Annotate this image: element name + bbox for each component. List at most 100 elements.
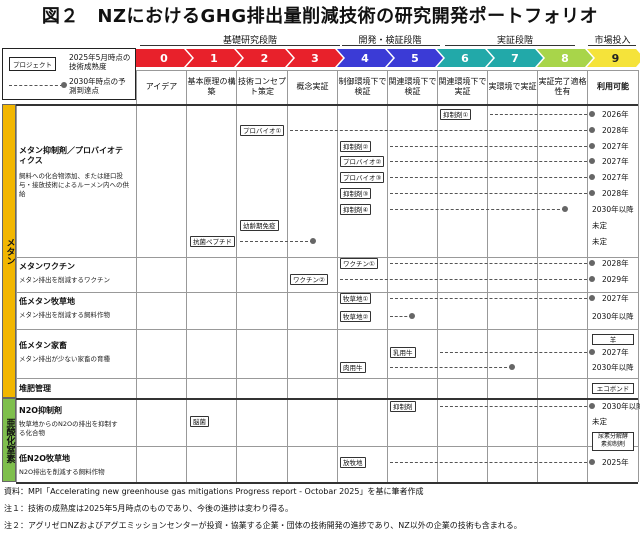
phase-development: 開発・検証段階	[358, 36, 422, 46]
project-chip-p1: 抑制剤①	[440, 109, 472, 120]
forecast-dot-p2	[589, 127, 595, 133]
grid-vline	[387, 70, 388, 482]
grid-hline	[16, 398, 638, 400]
row-low-methane-pasture-name: 低メタン牧草地	[19, 297, 75, 306]
project-chip-p17: 脳菌	[190, 416, 209, 427]
forecast-dash-p2	[290, 130, 592, 131]
phase-demonstration: 実証段階	[496, 36, 533, 46]
page-title: 図２ NZにおけるGHG排出量削減技術の研究開発ポートフォリオ	[41, 6, 599, 27]
project-chip-p9: 抗菌ペプチド	[190, 236, 235, 247]
note-1: 注１：技術の成熟度は2025年5月時点のものであり、今後の進捗は変わり得る。	[4, 504, 294, 513]
target-year-y6: 2028年	[602, 189, 629, 198]
project-chip-p7: 抑制剤④	[340, 204, 372, 215]
forecast-dot-p1	[589, 111, 595, 117]
project-chip-p4: プロバイオ②	[340, 156, 385, 167]
forecast-dash-p18	[390, 462, 592, 463]
column-header-3: 概念実証	[287, 70, 337, 104]
column-header-1: 基本原理の構築	[186, 70, 236, 104]
project-chip-p16: 抑制剤	[390, 401, 416, 412]
grid-hline	[16, 292, 638, 293]
column-header-7: 実環境で実証	[487, 70, 537, 104]
target-year-y13: 2030年以降	[592, 312, 634, 321]
forecast-dot-p16	[589, 403, 595, 409]
forecast-dot-p6	[589, 190, 595, 196]
forecast-dash-p13	[390, 316, 412, 317]
row-n2o-inhibitor-desc: 牧草地からのN2Oの排出を抑制する化合物	[19, 420, 118, 437]
target-year-y11: 2029年	[602, 275, 629, 284]
market-item-ecobond: エコボンド	[592, 383, 634, 394]
row-methane-inhibitor-desc: 飼料への化合物添加、または経口投与・接放技術によるルーメン内への供給	[19, 172, 130, 198]
target-year-y9: 未定	[592, 237, 607, 246]
forecast-dash-p9	[240, 241, 313, 242]
forecast-dot-p9	[310, 238, 316, 244]
forecast-dot-p11	[589, 276, 595, 282]
grid-hline	[16, 257, 638, 258]
legend-dot	[61, 82, 67, 88]
target-year-y8: 未定	[592, 221, 607, 230]
project-chip-p6: 抑制剤③	[340, 188, 372, 199]
grid-vline	[638, 70, 639, 482]
target-year-y16: 2030年以降	[592, 363, 634, 372]
project-chip-p2: プロバイオ①	[240, 125, 285, 136]
grid-vline	[437, 70, 438, 482]
forecast-dot-p12	[589, 295, 595, 301]
forecast-dash-p4	[390, 161, 592, 162]
forecast-dash-p5	[390, 177, 592, 178]
trl-level-8: 8	[537, 49, 593, 67]
trl-level-5: 5	[387, 49, 443, 67]
forecast-dash-p6	[390, 193, 592, 194]
column-header-0: アイデア	[136, 70, 186, 104]
trl-level-6: 6	[437, 49, 493, 67]
forecast-dash-p15	[390, 367, 512, 368]
category-methane: メタン	[2, 104, 16, 398]
row-manure-name: 堆肥管理	[19, 384, 51, 393]
trl-level-9: 9	[587, 49, 640, 67]
trl-level-1: 1	[186, 49, 242, 67]
phase-development-line	[342, 45, 440, 46]
phase-basic-research: 基礎研究段階	[222, 36, 277, 46]
grid-vline	[186, 70, 187, 482]
grid-vline	[487, 70, 488, 482]
forecast-dot-p15	[509, 364, 515, 370]
trl-level-3: 3	[287, 49, 343, 67]
grid-vline	[136, 70, 137, 482]
project-chip-p15: 肉用牛	[340, 362, 366, 373]
target-year-y18: 2030年以降	[602, 402, 640, 411]
row-n2o-inhibitor-name: N2O抑制剤	[19, 406, 63, 415]
target-year-y15: 2027年	[602, 348, 629, 357]
grid-vline	[537, 70, 538, 482]
forecast-dot-p4	[589, 158, 595, 164]
phase-market: 市場投入	[594, 36, 631, 46]
forecast-dot-p13	[409, 313, 415, 319]
market-item-urease-inhibitor: 尿素分解酵素抑制剤	[592, 432, 634, 451]
legend-project-chip: プロジェクト	[9, 57, 56, 71]
project-chip-p12: 牧草地①	[340, 293, 372, 304]
target-year-y10: 2028年	[602, 259, 629, 268]
source-note: 資料：MPI「Accelerating new greenhouse gas m…	[4, 487, 424, 496]
forecast-dot-p7	[562, 206, 568, 212]
grid-vline	[337, 70, 338, 482]
project-chip-p10: ワクチン①	[340, 258, 378, 269]
forecast-dash-p1	[490, 114, 592, 115]
grid-vline	[587, 70, 588, 482]
target-year-y19: 未定	[592, 417, 607, 426]
trl-level-0: 0	[136, 49, 192, 67]
grid-hline-top	[136, 70, 638, 71]
forecast-dash-p7	[390, 209, 565, 210]
forecast-dot-p14	[589, 349, 595, 355]
forecast-dash-p14	[440, 352, 592, 353]
forecast-dash-p10	[390, 263, 592, 264]
row-vaccine-desc: メタン排出を削減するワクチン	[19, 276, 110, 284]
column-header-6: 関連環境下で実証	[437, 70, 487, 104]
column-header-4: 制御環境下で検証	[337, 70, 387, 104]
target-year-y21: 2025年	[602, 458, 629, 467]
trl-level-4: 4	[337, 49, 393, 67]
project-chip-p11: ワクチン②	[290, 274, 328, 285]
forecast-dot-p3	[589, 143, 595, 149]
forecast-dash-p16	[440, 406, 592, 407]
forecast-dot-p10	[589, 260, 595, 266]
target-year-y3: 2027年	[602, 142, 629, 151]
grid-hline	[16, 446, 638, 447]
market-item-sheep: 羊	[592, 334, 634, 345]
row-low-methane-livestock-desc: メタン排出が少ない家畜の育種	[19, 355, 110, 363]
